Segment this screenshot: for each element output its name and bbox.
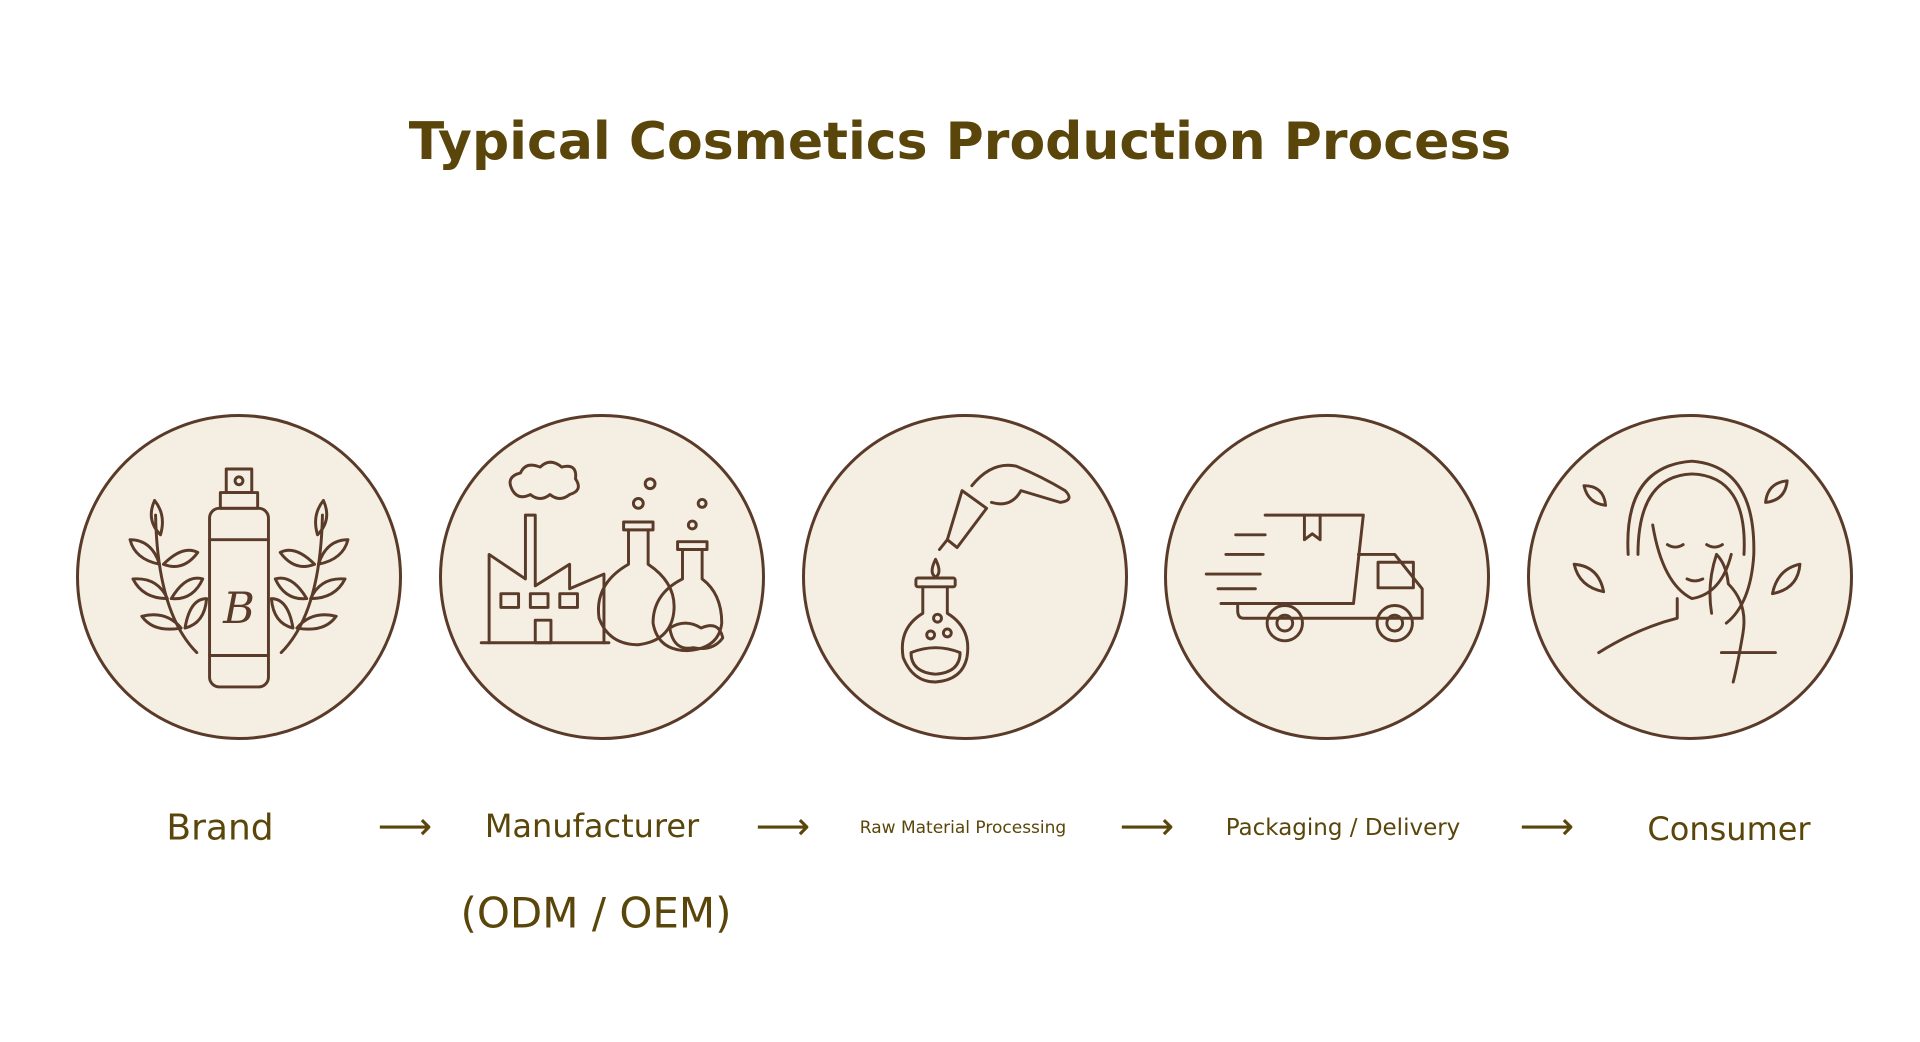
step-brand-circle: B [76, 414, 402, 740]
step-consumer-circle [1527, 414, 1853, 740]
step-label-brand: Brand [166, 807, 274, 849]
dropper-flask-icon [900, 463, 1071, 684]
arrow-icon: ⟶ [377, 804, 433, 848]
step-packaging-circle [1164, 414, 1490, 740]
arrow-icon: ⟶ [755, 804, 811, 848]
arrow-icon: ⟶ [1519, 804, 1575, 848]
page-title: Typical Cosmetics Production Process [408, 112, 1512, 172]
step-label-manufacturer: Manufacturer [484, 807, 700, 845]
spray-bottle-laurel-icon: B [128, 467, 350, 689]
step-label-packaging: Packaging / Delivery [1225, 815, 1461, 841]
step-sublabel-manufacturer: (ODM / OEM) [460, 888, 732, 938]
delivery-truck-icon [1204, 513, 1424, 643]
step-raw-material-circle [802, 414, 1128, 740]
step-manufacturer-circle [439, 414, 765, 740]
step-label-consumer: Consumer [1647, 810, 1811, 848]
brand-monogram: B [222, 584, 255, 634]
factory-flasks-icon [479, 460, 725, 653]
woman-face-leaves-icon [1572, 459, 1802, 684]
step-label-raw-material: Raw Material Processing [859, 818, 1067, 838]
arrow-icon: ⟶ [1119, 804, 1175, 848]
